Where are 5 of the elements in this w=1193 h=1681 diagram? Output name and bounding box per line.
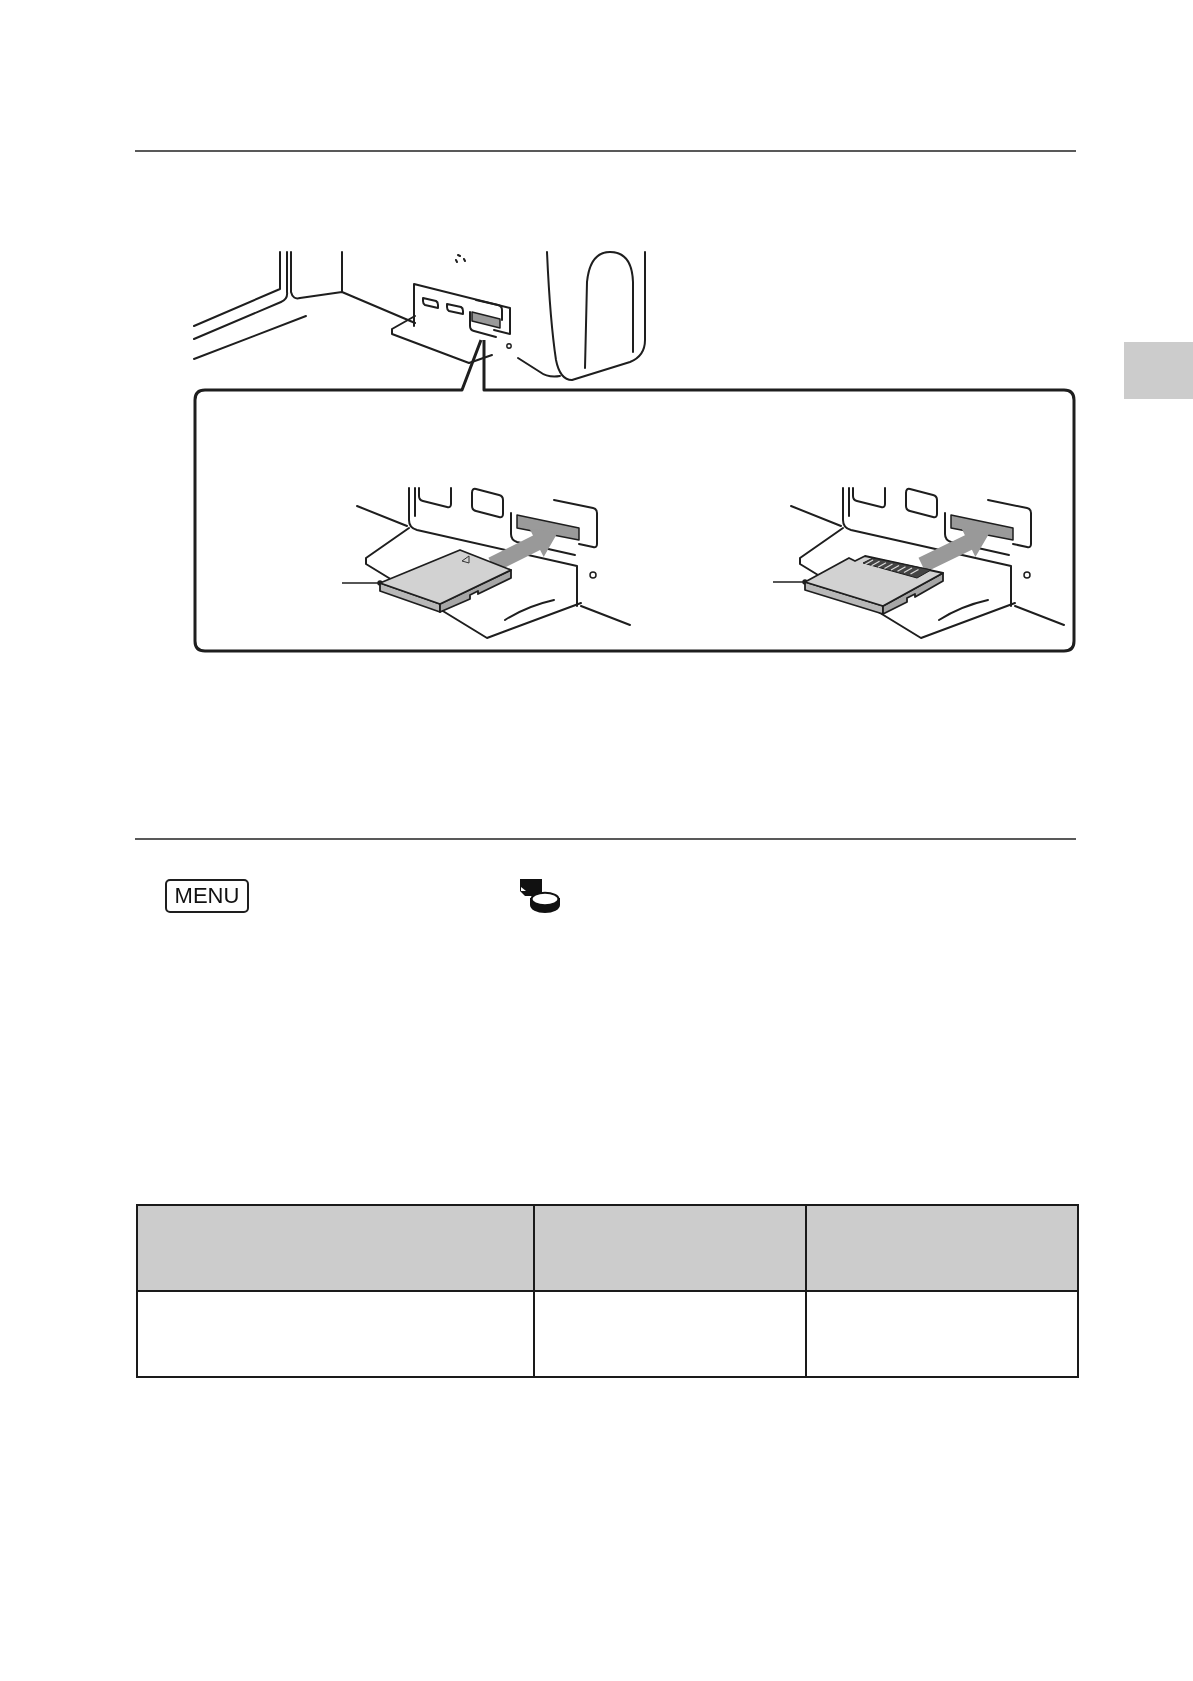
menu-button: MENU	[165, 879, 249, 913]
leader-line	[341, 580, 383, 586]
leader-line	[772, 579, 808, 585]
memory-card	[803, 554, 946, 616]
memory-card	[378, 548, 514, 616]
